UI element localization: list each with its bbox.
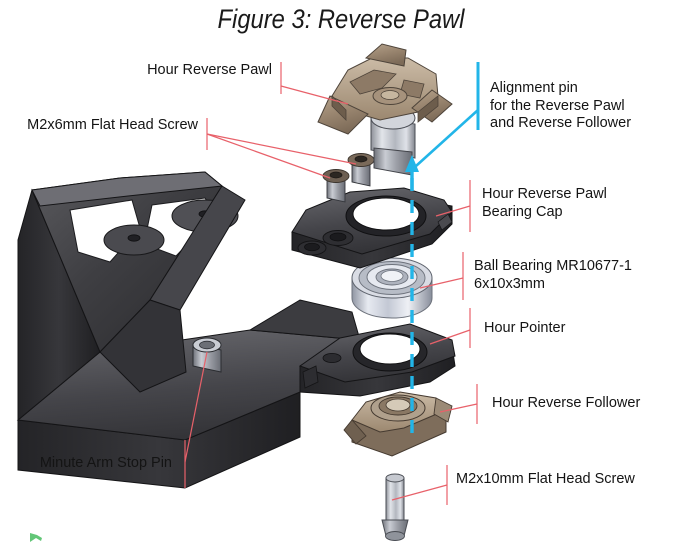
leader-m2x6-a [206,133,331,179]
label-bearing-cap-line1: Hour Reverse Pawl [482,186,607,202]
label-ball-bearing-line1: Ball Bearing MR10677-1 [474,258,632,274]
page-title: Figure 3: Reverse Pawl [217,4,465,34]
minute-arm-stop-pin-part [192,337,222,373]
label-hour-reverse-follower: Hour Reverse Follower [492,395,641,411]
leader-m2x10 [391,484,448,501]
label-alignment-pin: Alignment pin for the Reverse Pawl and R… [490,80,680,133]
cursor-marker [30,533,42,542]
hour-pointer-part [298,323,456,397]
label-m2x10-screw: M2x10mm Flat Head Screw [456,471,635,487]
label-bearing-cap-line2: Bearing Cap [482,203,563,220]
leader-ball-bearing [419,277,464,289]
label-minute-arm-stop-pin: Minute Arm Stop Pin [39,455,172,471]
m2x6-screw-part-a [322,169,350,203]
label-bearing-cap: Hour Reverse Pawl Bearing Cap [482,186,672,221]
leader-hour-reverse-pawl [280,85,349,105]
label-hour-reverse-pawl: Hour Reverse Pawl [147,62,272,78]
label-alignment-pin-line3: and Reverse Follower [490,115,632,131]
label-ball-bearing: Ball Bearing MR10677-1 6x10x3mm [474,258,680,293]
leader-lines-red [184,62,478,505]
alignment-pin-callout-leader [415,62,480,167]
main-bracket-part [16,171,431,489]
leader-bearing-cap [435,205,471,217]
leader-m2x6-b [206,133,357,165]
alignment-axis-dashed-line [405,155,419,438]
leader-hour-pointer [429,329,471,345]
label-alignment-pin-line2: for the Reverse Pawl [490,97,625,114]
hour-reverse-follower-part [343,391,453,457]
label-m2x6-screw: M2x6mm Flat Head Screw [27,117,198,133]
bearing-cap-part [291,187,453,269]
hour-reverse-pawl-part [317,43,453,176]
label-ball-bearing-line2: 6x10x3mm [474,275,545,292]
label-alignment-pin-line1: Alignment pin [490,80,578,96]
label-hour-pointer: Hour Pointer [484,320,566,336]
leader-follower [439,403,478,413]
m2x10-screw-part [381,473,409,541]
m2x6-screw-part-b [347,153,375,187]
leader-stop-pin [184,351,208,463]
